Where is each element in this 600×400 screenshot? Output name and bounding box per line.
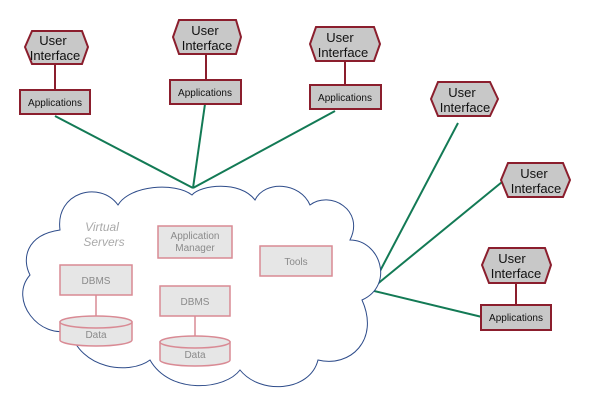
connector-line: [369, 289, 483, 318]
applications-label: Applications: [178, 88, 232, 99]
virtual-servers-label: Virtual: [85, 220, 119, 234]
connector-line: [54, 115, 194, 189]
user-interface-label: User: [191, 23, 219, 38]
user-interface-label: Interface: [182, 38, 233, 53]
application-manager-label: Manager: [175, 243, 215, 254]
application-manager-box[interactable]: [157, 225, 233, 259]
connectors: [54, 103, 503, 318]
cloud-contents: Virtual Servers Application Manager Tool…: [59, 220, 333, 367]
user-interface-label: User: [326, 30, 354, 45]
applications-box[interactable]: [309, 84, 382, 110]
connector-line: [369, 181, 503, 291]
applications-box[interactable]: [480, 304, 552, 331]
applications-label: Applications: [489, 313, 543, 324]
user-interface-label: Interface: [30, 48, 81, 63]
data-left-cylinder[interactable]: Data: [59, 315, 133, 347]
client-node: User Interface Applications: [480, 247, 553, 331]
client-node: User Interface Applications: [19, 30, 91, 115]
client-node: User Interface: [429, 81, 500, 117]
dbms-center-label: DBMS: [181, 297, 210, 308]
user-interface-label: User: [498, 251, 526, 266]
applications-label: Applications: [28, 98, 82, 109]
user-interface-shape[interactable]: [480, 247, 553, 284]
user-interface-label: Interface: [440, 100, 491, 115]
user-interface-shape[interactable]: [308, 26, 382, 62]
data-center-label: Data: [184, 350, 206, 361]
user-interface-shape[interactable]: [171, 19, 243, 55]
user-interface-shape[interactable]: [429, 81, 500, 117]
client-node: User Interface Applications: [308, 26, 382, 110]
user-interface-label: Interface: [511, 181, 562, 196]
user-interface-label: User: [39, 33, 67, 48]
dbms-left-box[interactable]: [59, 264, 133, 296]
connector-line: [192, 110, 336, 189]
user-interface-label: Interface: [318, 45, 369, 60]
tools-box[interactable]: [259, 245, 333, 277]
dbms-center-box[interactable]: [159, 285, 231, 317]
applications-box[interactable]: [169, 79, 242, 105]
connector-line: [192, 103, 206, 189]
data-center-cylinder[interactable]: Data: [159, 335, 231, 367]
dbms-left-label: DBMS: [82, 276, 111, 287]
user-interface-label: Interface: [491, 266, 542, 281]
user-interface-label: User: [448, 85, 476, 100]
user-interface-label: User: [520, 166, 548, 181]
tools-label: Tools: [284, 257, 307, 268]
data-left-label: Data: [85, 330, 107, 341]
applications-label: Applications: [318, 93, 372, 104]
client-node: User Interface: [499, 162, 572, 198]
user-interface-shape[interactable]: [499, 162, 572, 198]
virtual-servers-label: Servers: [83, 235, 124, 249]
client-node: User Interface Applications: [169, 19, 243, 105]
user-interface-shape[interactable]: [23, 30, 90, 65]
connector-line: [369, 122, 459, 291]
application-manager-label: Application: [171, 231, 220, 242]
applications-box[interactable]: [19, 89, 91, 115]
